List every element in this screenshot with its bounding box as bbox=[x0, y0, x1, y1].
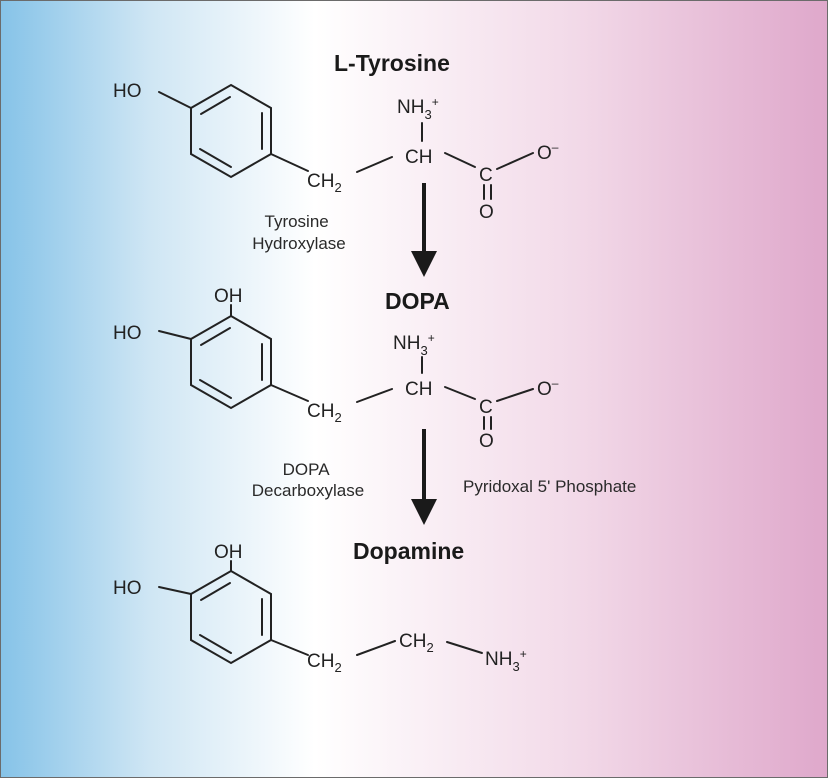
dopamine-oh-label: OH bbox=[214, 542, 243, 563]
reaction-arrow-1 bbox=[411, 183, 437, 277]
dopamine-ch2a-label: CH2 bbox=[307, 651, 342, 675]
tyrosine-c-label: C bbox=[479, 165, 493, 186]
dopa-c-label: C bbox=[479, 397, 493, 418]
dopa-nh3-label: NH3+ bbox=[393, 331, 435, 358]
dopa-ch2-label: CH2 bbox=[307, 401, 342, 425]
dopamine-structure: Dopamine OH HO CH2 CH2 NH3+ bbox=[113, 538, 527, 675]
dopa-bond-ch bbox=[356, 388, 393, 403]
dopamine-nh3-label: NH3+ bbox=[485, 647, 527, 674]
dopamine-ho-label: HO bbox=[113, 578, 142, 599]
tyrosine-ring-double-bond bbox=[200, 96, 231, 115]
dopamine-ch2b-label: CH2 bbox=[399, 631, 434, 655]
dopa-decarboxylase-label: DOPA Decarboxylase bbox=[252, 460, 364, 500]
dopa-structure: DOPA OH HO CH2 CH NH3+ C O– O bbox=[113, 286, 559, 452]
tyrosine-nh3-label: NH3+ bbox=[397, 95, 439, 122]
dopamine-ring-double-bond bbox=[200, 582, 231, 601]
reaction-arrow-2 bbox=[411, 429, 437, 525]
tyrosine-ring-double-bond bbox=[199, 148, 232, 168]
dopamine-title: Dopamine bbox=[353, 538, 464, 564]
tyrosine-bond-ho bbox=[158, 91, 192, 109]
tyrosine-hydroxylase-label: Tyrosine Hydroxylase bbox=[252, 212, 346, 253]
arrow-1-head bbox=[411, 251, 437, 277]
dopa-o-label: O bbox=[479, 431, 494, 452]
dopamine-bond-ho bbox=[158, 586, 192, 595]
tyrosine-bond-ch2 bbox=[270, 153, 309, 172]
dopa-ring-double-bond bbox=[200, 327, 231, 346]
dopa-ring-double-bond bbox=[199, 379, 232, 399]
dopamine-ring-double-bond bbox=[199, 634, 232, 654]
pyridoxal-phosphate-label: Pyridoxal 5' Phosphate bbox=[463, 477, 636, 496]
dopamine-bond-ch2a bbox=[270, 639, 309, 656]
dopa-ch-label: CH bbox=[405, 379, 432, 400]
arrow-2-head bbox=[411, 499, 437, 525]
dopa-ominus-label: O– bbox=[537, 376, 559, 400]
tyrosine-bond-c bbox=[444, 152, 476, 168]
tyrosine-bond-ch bbox=[356, 156, 393, 173]
dopamine-bond-ch2b bbox=[356, 640, 396, 656]
tyrosine-ho-label: HO bbox=[113, 81, 142, 102]
dopa-title: DOPA bbox=[385, 288, 450, 314]
tyrosine-ch2-label: CH2 bbox=[307, 171, 342, 195]
tyrosine-bond-ominus bbox=[496, 152, 534, 170]
dopa-bond-ch2 bbox=[270, 384, 309, 402]
dopa-oh-label: OH bbox=[214, 286, 243, 307]
dopa-bond-ominus bbox=[496, 388, 534, 402]
dopa-ho-label: HO bbox=[113, 323, 142, 344]
tyrosine-ch-label: CH bbox=[405, 147, 432, 168]
tyrosine-ominus-label: O– bbox=[537, 140, 559, 164]
dopa-bond-ho bbox=[158, 330, 192, 340]
dopa-bond-c bbox=[444, 386, 476, 400]
tyrosine-title: L-Tyrosine bbox=[334, 50, 450, 76]
dopamine-bond-nh3 bbox=[446, 641, 483, 654]
tyrosine-structure: L-Tyrosine HO CH2 CH NH3+ C O– O bbox=[113, 50, 559, 223]
tyrosine-o-label: O bbox=[479, 202, 494, 223]
